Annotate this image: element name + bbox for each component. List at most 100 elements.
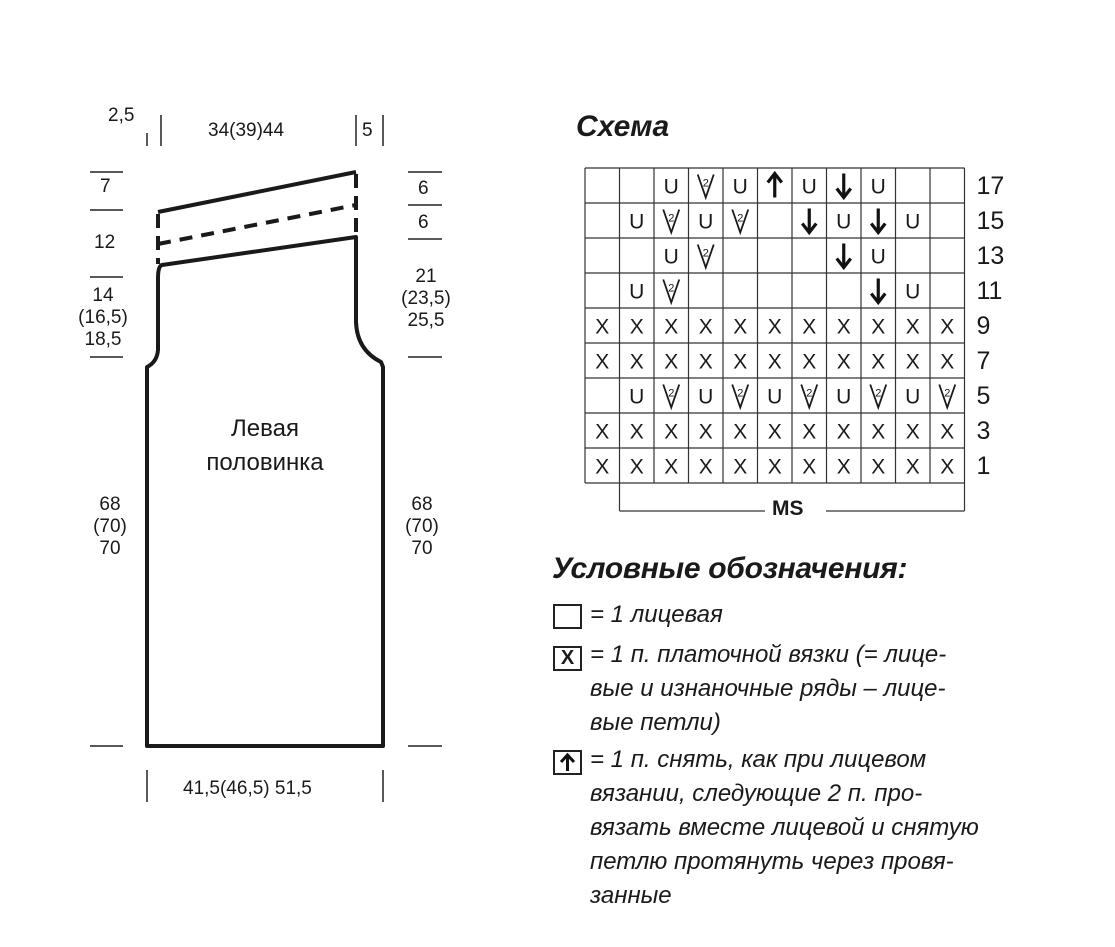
shoulder-dashed-line: [157, 203, 357, 246]
legend-title: Условные обозначения:: [552, 552, 908, 585]
cell-k2tog-number: 2: [703, 248, 709, 260]
cell-k2tog-symbol: [731, 209, 750, 236]
dim-right-3-c: 25,5: [407, 310, 445, 331]
cell-yarn-over-symbol: U: [871, 176, 886, 199]
cell-x-symbol: X: [699, 421, 713, 444]
row-number: 15: [976, 207, 1005, 235]
cell-x-symbol: X: [733, 421, 747, 444]
cell-k2tog-number: 2: [703, 178, 709, 190]
cell-x-symbol: X: [768, 421, 782, 444]
cell-k2tog-number: 2: [668, 213, 674, 225]
repeat-label: MS: [772, 497, 804, 520]
cell-k2tog-number: 2: [875, 388, 881, 400]
dim-left-4-c: 70: [99, 538, 121, 559]
cell-x-symbol: X: [802, 421, 816, 444]
cell-x-symbol: X: [595, 421, 609, 444]
cell-x-symbol: X: [630, 351, 644, 374]
cell-x-symbol: X: [733, 351, 747, 374]
cell-x-symbol: X: [595, 456, 609, 479]
garment-title: Левая половинка: [190, 412, 340, 480]
legend-item-dec: = 1 п. снять, как при лицевом вязании, с…: [590, 743, 979, 913]
legend-garter-line1: = 1 п. платочной вязки (= лице-: [590, 641, 947, 668]
cell-k2tog-symbol: [696, 244, 715, 271]
dim-left-4-b: (70): [93, 516, 127, 537]
cell-yarn-over-symbol: U: [664, 176, 679, 199]
legend-garter-line3: вые петли): [590, 709, 721, 736]
dim-left-3: 14 (16,5) 18,5: [70, 285, 136, 351]
schema-title: Схема: [576, 110, 670, 143]
cell-x-symbol: X: [768, 351, 782, 374]
garment-title-line2: половинка: [206, 449, 324, 476]
cell-x-symbol: X: [871, 316, 885, 339]
dim-right-4-b: (70): [405, 516, 439, 537]
down-arrow-head: [835, 257, 853, 271]
dim-left-4: 68 (70) 70: [80, 494, 140, 560]
cell-x-symbol: X: [871, 421, 885, 444]
row-number: 13: [976, 242, 1005, 270]
dim-right-1: 6: [418, 178, 429, 199]
cell-yarn-over-symbol: U: [664, 246, 679, 269]
down-arrow-head: [800, 222, 818, 236]
cell-yarn-over-symbol: U: [905, 386, 920, 409]
cell-x-symbol: X: [733, 316, 747, 339]
cell-x-symbol: X: [664, 456, 678, 479]
cell-k2tog-symbol: [662, 384, 681, 411]
cell-yarn-over-symbol: U: [629, 281, 644, 304]
cell-yarn-over-symbol: U: [802, 176, 817, 199]
cell-k2tog-symbol: [696, 174, 715, 201]
dim-left-3-c: 18,5: [84, 329, 122, 350]
cell-x-symbol: X: [768, 456, 782, 479]
cell-x-symbol: X: [906, 421, 920, 444]
dim-top-right-small: 5: [362, 120, 373, 141]
dim-left-3-a: 14: [92, 285, 114, 306]
cell-x-symbol: X: [664, 421, 678, 444]
dim-right-4-c: 70: [411, 538, 433, 559]
cell-x-symbol: X: [630, 316, 644, 339]
dim-left-2: 12: [94, 232, 116, 253]
cell-k2tog-symbol: [731, 384, 750, 411]
cell-x-symbol: X: [871, 351, 885, 374]
up-arrow-head: [766, 170, 784, 184]
cell-x-symbol: X: [699, 351, 713, 374]
cell-x-symbol: X: [837, 456, 851, 479]
cell-x-symbol: X: [630, 421, 644, 444]
legend-box-dec: [553, 750, 582, 775]
cell-yarn-over-symbol: U: [836, 211, 851, 234]
cell-x-symbol: X: [906, 351, 920, 374]
cell-x-symbol: X: [699, 456, 713, 479]
row-number: 1: [976, 452, 991, 480]
legend-dec-line4: петлю протянуть через провя-: [590, 848, 954, 875]
legend-item-knit: = 1 лицевая: [590, 601, 723, 628]
down-arrow-head: [869, 222, 887, 236]
cell-x-symbol: X: [940, 421, 954, 444]
cell-x-symbol: X: [802, 456, 816, 479]
cell-k2tog-symbol: [662, 209, 681, 236]
cell-x-symbol: X: [940, 316, 954, 339]
dim-left-1: 7: [100, 176, 111, 197]
cell-x-symbol: X: [664, 351, 678, 374]
row-number: 9: [976, 312, 991, 340]
cell-x-symbol: X: [595, 351, 609, 374]
legend-garter-line2: вые и изнаночные ряды – лице-: [590, 675, 946, 702]
cell-k2tog-number: 2: [944, 388, 950, 400]
legend-dec-line2: вязании, следующие 2 п. про-: [590, 780, 923, 807]
cell-x-symbol: X: [699, 316, 713, 339]
dim-left-3-b: (16,5): [78, 307, 128, 328]
legend-dec-line1: = 1 п. снять, как при лицевом: [590, 746, 927, 773]
cell-yarn-over-symbol: U: [767, 386, 782, 409]
cell-k2tog-number: 2: [668, 283, 674, 295]
cell-k2tog-number: 2: [668, 388, 674, 400]
legend-item-garter: = 1 п. платочной вязки (= лице- вые и из…: [590, 638, 946, 740]
cell-k2tog-number: 2: [806, 388, 812, 400]
row-number: 3: [976, 417, 991, 445]
dim-right-4-a: 68: [411, 494, 433, 515]
cell-yarn-over-symbol: U: [629, 211, 644, 234]
cell-x-symbol: X: [837, 316, 851, 339]
legend-dec-line3: вязать вместе лицевой и снятую: [590, 814, 979, 841]
cell-x-symbol: X: [871, 456, 885, 479]
legend-box-knit: [553, 604, 582, 629]
cell-x-symbol: X: [768, 316, 782, 339]
cell-x-symbol: X: [595, 316, 609, 339]
dim-top-left-small: 2,5: [108, 105, 135, 126]
